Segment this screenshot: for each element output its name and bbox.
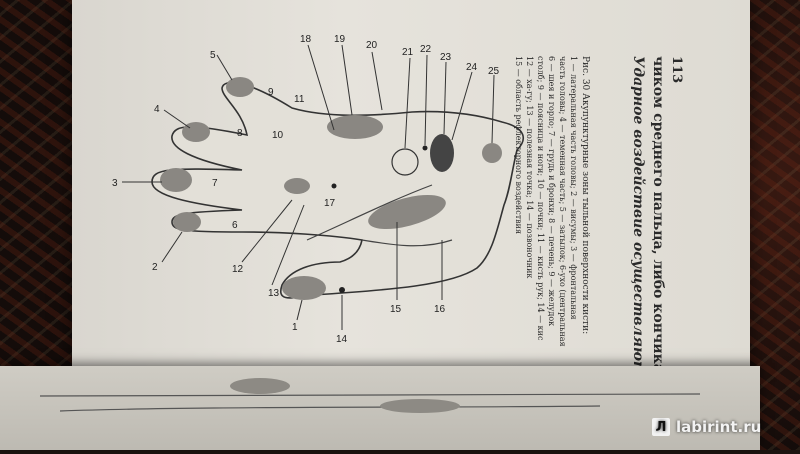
label-3: 3 [112,178,118,189]
label-19: 19 [334,34,346,45]
zone-labels: 1 2 3 4 5 6 7 8 9 10 11 12 13 14 15 16 1… [112,34,500,345]
labirint-logo-icon: Л [652,418,670,436]
label-15: 15 [390,304,402,315]
watermark-text: labirint.ru [676,418,762,436]
zone-21 [391,148,419,176]
hand-diagram: 1 2 3 4 5 6 7 8 9 10 11 12 13 14 15 16 1… [112,34,525,345]
underlying-page-sketch [39,378,701,413]
label-23: 23 [440,52,452,63]
label-13: 13 [268,288,280,299]
caption-line-1: 1 — латеральная часть головы; 2 — висумы… [569,56,578,320]
watermark: Л labirint.ru [652,418,761,436]
label-9: 9 [268,87,274,98]
palm-line [306,184,433,241]
label-8: 8 [237,128,243,139]
label-18: 18 [300,34,312,45]
body-text-line-2: чиком среднего пальца, либо кончиками [650,56,666,396]
zone-12 [284,178,310,194]
label-16: 16 [434,304,446,315]
leader-lines [122,44,495,330]
label-1: 1 [292,322,298,333]
label-22: 22 [420,44,432,55]
body-text-line-1: Ударное воздействие осуществляют кон- [630,56,646,416]
zone-5-fingertip [226,77,254,97]
label-25: 25 [488,66,500,77]
point-17 [331,183,337,189]
zone-2-fingertip [173,212,201,232]
label-20: 20 [366,40,378,51]
label-21: 21 [402,47,414,58]
label-4: 4 [154,104,160,115]
caption-line-2: часть головы; 4 — теменная часть; 5 — за… [558,56,567,347]
label-12: 12 [232,264,244,275]
zone-23 [430,134,454,172]
label-17: 17 [324,198,336,209]
hand-outline [151,81,525,299]
label-24: 24 [466,62,478,73]
caption-line-3: 6 — шея и горло; 7 — грудь и бронхи; 8 —… [547,56,556,327]
point-14 [339,287,345,293]
book-page: 1 2 3 4 5 6 7 8 9 10 11 12 13 14 15 16 1… [72,0,750,416]
label-2: 2 [152,262,158,273]
caption-line-4: столб; 9 — поясница и ноги; 10 — почки; … [536,56,545,341]
zone-25 [482,143,502,163]
zone-3-fingertip [160,168,192,192]
point-22 [422,145,428,151]
page-number: 113 [669,56,684,84]
underlying-page [0,366,760,450]
label-11: 11 [294,94,305,105]
zone-19 [327,115,383,139]
caption-line-6: 15 — область рефлекторного воздействия [514,56,523,235]
label-10: 10 [272,130,284,141]
label-6: 6 [232,220,238,231]
label-7: 7 [212,178,218,189]
label-5: 5 [210,50,216,61]
zone-1-thumbtip [282,276,326,300]
label-14: 14 [336,334,348,345]
caption-title: Рис. 30 Акупунктурные зоны тыльной повер… [580,56,590,335]
caption-line-5: 12 — ха-гу; 13 — полезная точка; 14 — по… [525,56,534,279]
zone-15 [368,194,446,230]
thumb-line [361,239,453,247]
